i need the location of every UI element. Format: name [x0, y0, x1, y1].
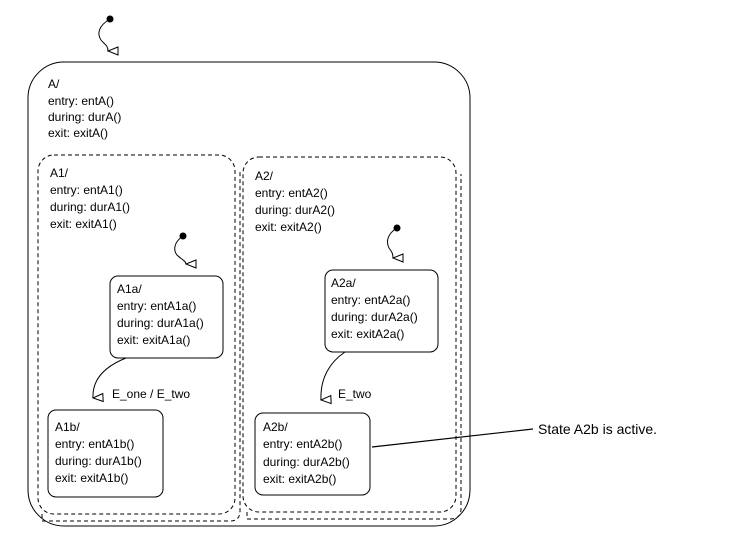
state-A1a[interactable]: A1a/ entry: entA1a() during: durA1a() ex… — [109, 275, 224, 359]
state-A1a-entry: entry: entA1a() — [117, 299, 196, 313]
transition-label-A2a-A2b: E_two — [338, 387, 372, 401]
callout-leader-line — [371, 428, 534, 448]
state-A2b-exit: exit: exitA2b() — [263, 472, 336, 486]
state-A1-name: A1/ — [50, 166, 69, 180]
state-A2a-entry: entry: entA2a() — [331, 293, 410, 307]
state-A2-entry: entry: entA2() — [255, 186, 328, 200]
state-A2a-name: A2a/ — [331, 276, 356, 290]
state-A2-name: A2/ — [255, 169, 274, 183]
state-A1b-during: during: durA1b() — [55, 454, 142, 468]
transition-A2a-A2b[interactable]: E_two — [321, 351, 372, 401]
default-transition-A2a — [387, 224, 401, 259]
state-A-name: A/ — [48, 77, 60, 91]
state-A1a-during: during: durA1a() — [117, 316, 204, 330]
state-A1a-name: A1a/ — [117, 282, 142, 296]
state-A1b[interactable]: A1b/ entry: entA1b() during: durA1b() ex… — [47, 409, 164, 498]
state-A-entry: entry: entA() — [48, 94, 114, 108]
transition-label-A1a-A1b: E_one / E_two — [112, 387, 190, 401]
state-A2b-entry: entry: entA2b() — [263, 437, 342, 451]
state-A2[interactable]: A2/ entry: entA2() during: durA2() exit:… — [242, 156, 462, 520]
state-A2b-name: A2b/ — [263, 420, 288, 434]
state-A-during: during: durA() — [48, 110, 121, 124]
callout-text: State A2b is active. — [538, 421, 657, 437]
active-state-callout: State A2b is active. — [371, 421, 657, 448]
state-A1a-exit: exit: exitA1a() — [117, 333, 190, 347]
state-A2b[interactable]: A2b/ entry: entA2b() during: durA2b() ex… — [254, 412, 371, 496]
state-A[interactable]: A/ entry: entA() during: durA() exit: ex… — [27, 61, 471, 527]
state-A2a-during: during: durA2a() — [331, 310, 418, 324]
default-transition-A — [98, 15, 114, 52]
state-A1-exit: exit: exitA1() — [50, 217, 117, 231]
state-A2-exit: exit: exitA2() — [255, 220, 322, 234]
state-A1[interactable]: A1/ entry: entA1() during: durA1() exit:… — [37, 154, 241, 522]
state-A-exit: exit: exitA() — [48, 126, 108, 140]
state-A1b-exit: exit: exitA1b() — [55, 471, 128, 485]
state-A2a-exit: exit: exitA2a() — [331, 327, 404, 341]
default-transition-A1a — [174, 232, 187, 265]
state-A1b-name: A1b/ — [55, 420, 80, 434]
state-A1b-entry: entry: entA1b() — [55, 437, 134, 451]
state-A1-during: during: durA1() — [50, 200, 130, 214]
state-A1-entry: entry: entA1() — [50, 183, 123, 197]
state-A2a[interactable]: A2a/ entry: entA2a() during: durA2a() ex… — [324, 269, 439, 353]
state-A2b-during: during: durA2b() — [263, 455, 350, 469]
transition-A1a-A1b[interactable]: E_one / E_two — [93, 357, 190, 401]
state-A2-during: during: durA2() — [255, 203, 335, 217]
